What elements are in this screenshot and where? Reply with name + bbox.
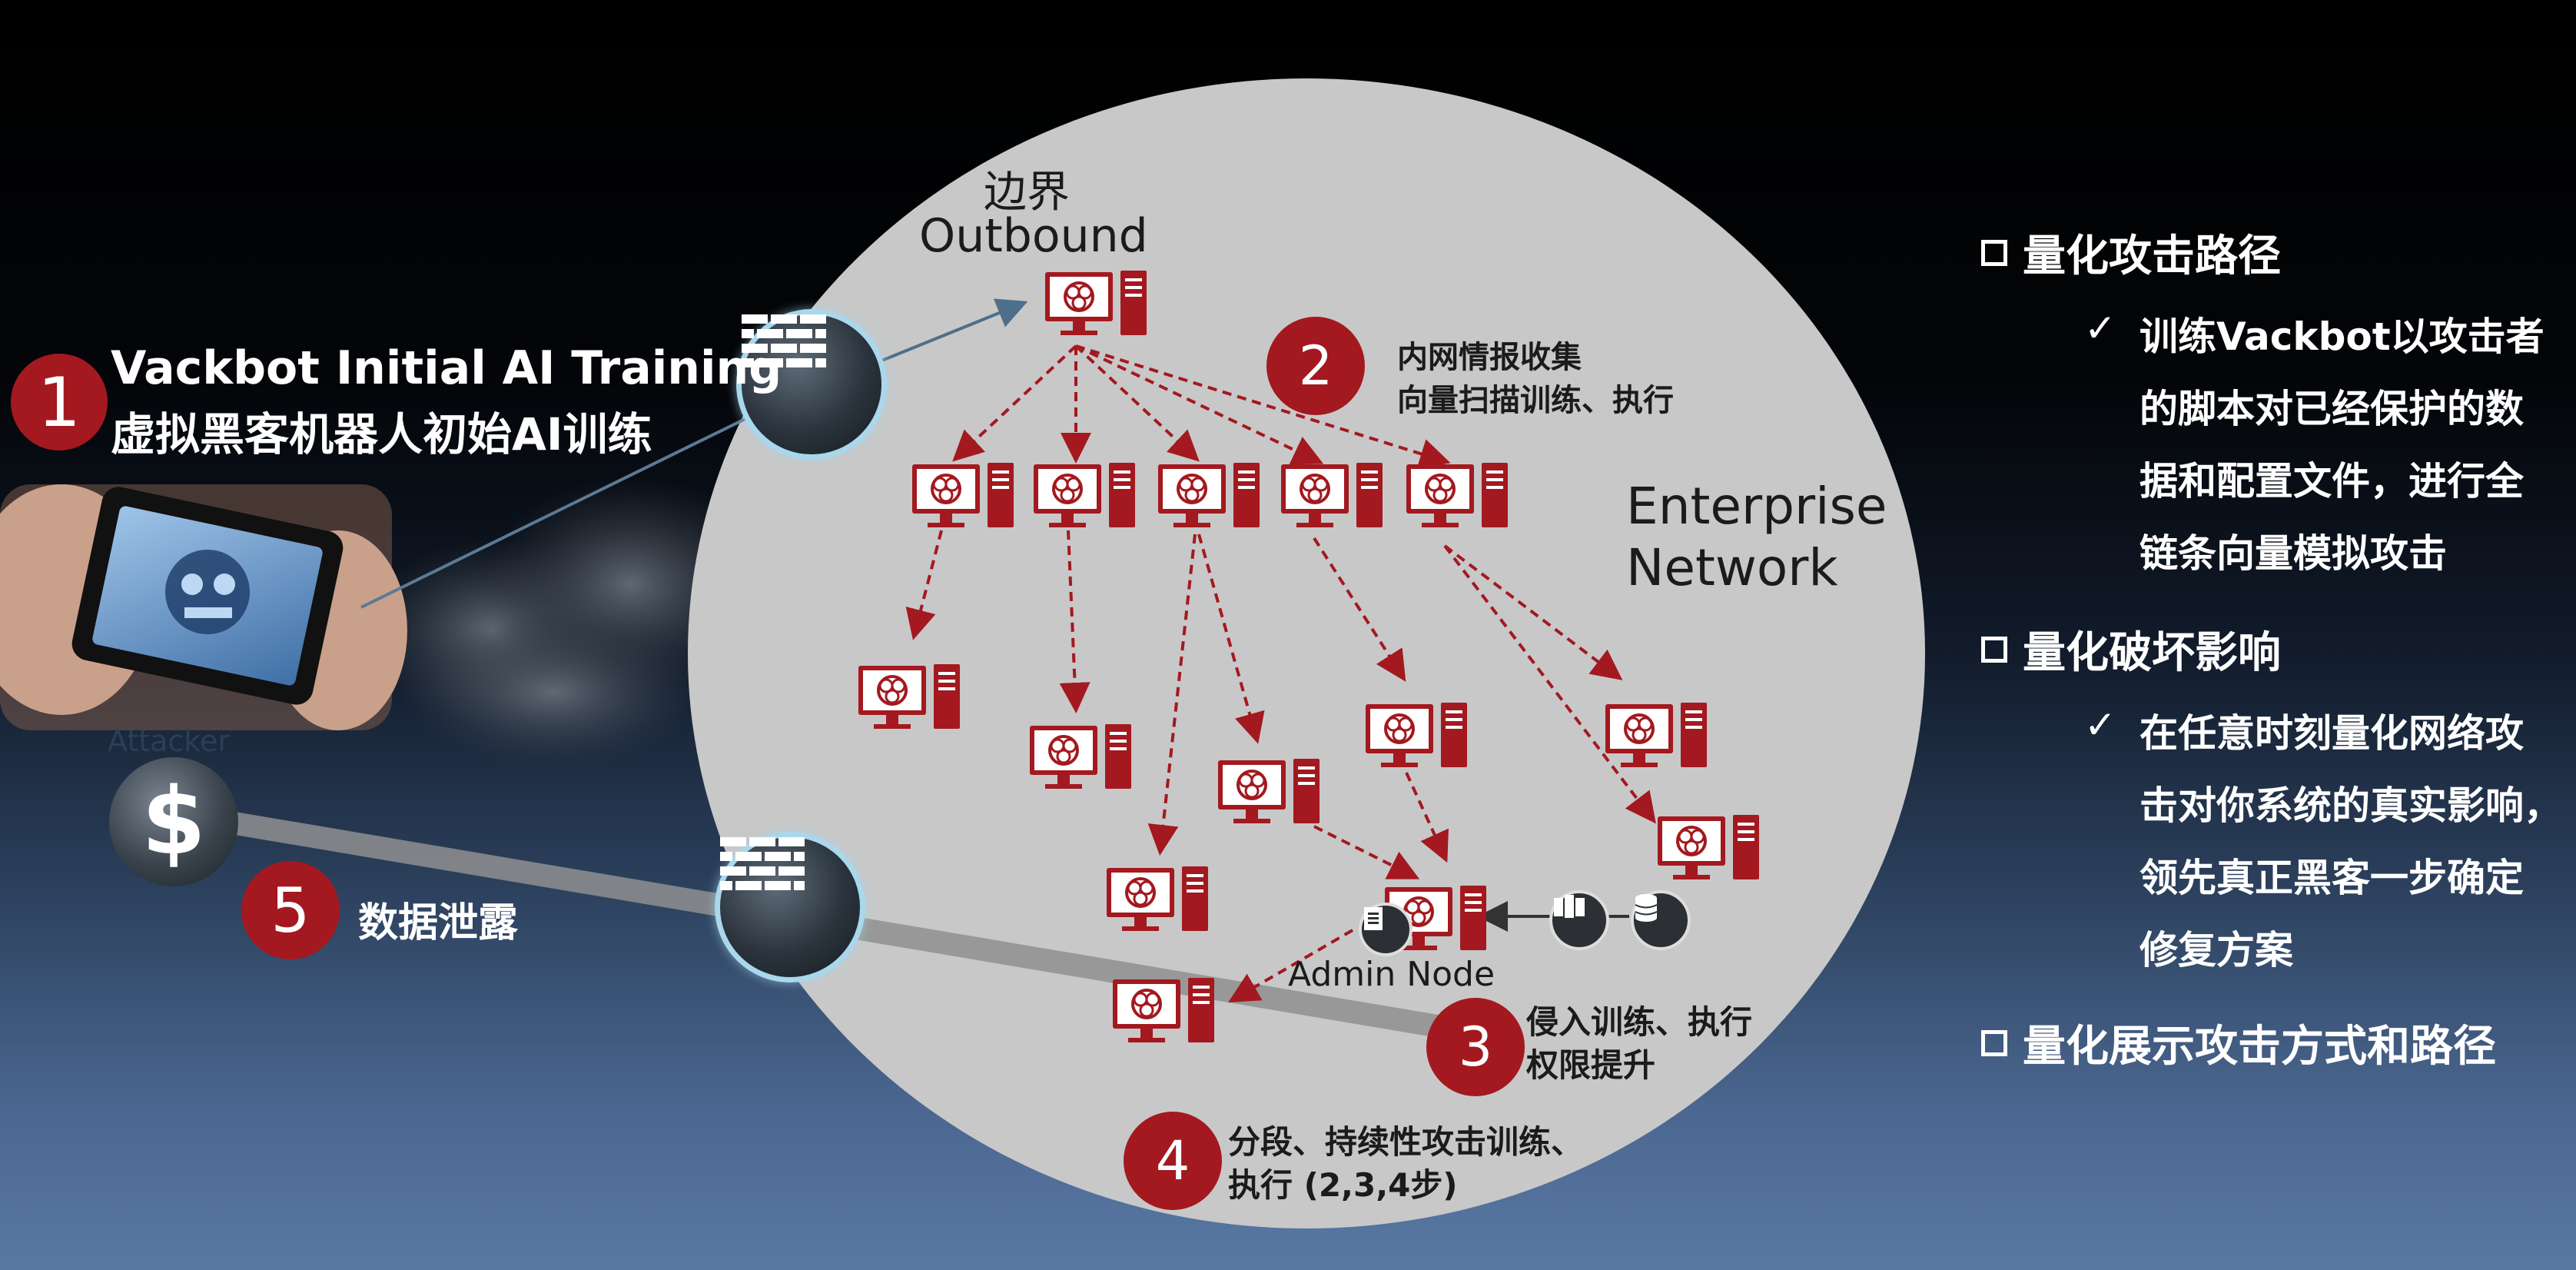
step-2-badge: 2 — [1266, 317, 1365, 415]
sidebar-line-1-1: 训练Vackbot以攻击者 — [2139, 314, 2544, 359]
step-2-line1: 内网情报收集 — [1397, 340, 1582, 375]
biohazard-computer-icon — [1280, 461, 1387, 535]
sidebar-heading-1: 量化攻击路径 — [1981, 221, 2281, 284]
document-icon — [1359, 903, 1412, 956]
outbound-label-en: Outbound — [919, 209, 1148, 263]
step-5-badge: 5 — [241, 861, 340, 959]
sidebar-heading-2-text: 量化破坏影响 — [2023, 628, 2281, 678]
step-4-line2: 执行 (2,3,4步) — [1228, 1166, 1458, 1204]
step-3-badge: 3 — [1426, 998, 1525, 1096]
checkmark-icon: ✓ — [2084, 306, 2116, 351]
sidebar-line-2-2: 击对你系统的真实影响， — [2139, 783, 2562, 828]
server-cluster-icon — [1549, 890, 1609, 950]
enterprise-label-line1: Enterprise — [1626, 477, 1887, 536]
enterprise-network-circle — [688, 78, 1925, 1228]
sidebar-heading-3: 量化展示攻击方式和路径 — [1981, 1012, 2496, 1074]
attacker-label: Attacker — [108, 724, 230, 758]
enterprise-label-line2: Network — [1626, 538, 1838, 597]
sidebar-line-2-3: 领先真正黑客一步确定 — [2139, 856, 2524, 900]
sidebar-heading-1-text: 量化攻击路径 — [2023, 231, 2281, 281]
sidebar-line-1-2: 的脚本对已经保护的数 — [2139, 387, 2524, 431]
step-5-label: 数据泄露 — [358, 900, 519, 946]
biohazard-computer-icon — [1656, 813, 1764, 887]
biohazard-computer-icon — [1405, 461, 1512, 535]
step-1-title-en: Vackbot Initial AI Training — [111, 341, 782, 395]
biohazard-computer-icon — [1157, 461, 1264, 535]
step-4-line1: 分段、持续性攻击训练、 — [1228, 1123, 1584, 1161]
exfiltration-pipe — [231, 811, 1506, 1049]
step-3-line2: 权限提升 — [1526, 1046, 1656, 1084]
attack-path-arrows — [905, 344, 1656, 1003]
firewall-badge-bottom — [715, 832, 865, 982]
firewall-brick-icon — [742, 314, 826, 367]
checkbox-icon — [1981, 239, 2007, 266]
firewall-brick-icon — [720, 837, 805, 890]
step-3-line1: 侵入训练、执行 — [1526, 1003, 1753, 1041]
checkmark-icon: ✓ — [2084, 703, 2116, 747]
biohazard-computer-icon — [857, 663, 964, 736]
biohazard-computer-icon — [1217, 757, 1324, 831]
step-1-title-cn: 虚拟黑客机器人初始AI训练 — [111, 408, 652, 460]
attacker-phone-image — [0, 484, 407, 730]
checkbox-icon — [1981, 636, 2007, 663]
sidebar-heading-3-text: 量化展示攻击方式和路径 — [2023, 1022, 2496, 1072]
biohazard-computer-icon — [1111, 976, 1219, 1050]
sidebar-line-2-4: 修复方案 — [2139, 928, 2293, 972]
sidebar-heading-2: 量化破坏影响 — [1981, 618, 2281, 680]
biohazard-computer-icon — [1032, 461, 1140, 535]
step-2-line2: 向量扫描训练、执行 — [1397, 383, 1674, 418]
attacker-dollar-icon: $ — [109, 757, 238, 886]
sidebar-line-1-4: 链条向量模拟攻击 — [2139, 531, 2447, 576]
firewall-badge-top — [736, 309, 887, 460]
biohazard-computer-icon — [911, 461, 1018, 535]
checkbox-icon — [1981, 1029, 2007, 1056]
biohazard-computer-icon — [1028, 723, 1136, 796]
database-icon — [1631, 890, 1691, 950]
admin-node-label: Admin Node — [1288, 955, 1495, 994]
biohazard-computer-icon — [1044, 269, 1151, 343]
biohazard-computer-icon — [1105, 865, 1213, 939]
outbound-label-cn: 边界 — [984, 168, 1070, 218]
sidebar-line-2-1: 在任意时刻量化网络攻 — [2139, 711, 2524, 756]
sidebar-line-1-3: 据和配置文件，进行全 — [2139, 459, 2524, 504]
biohazard-computer-icon — [1364, 701, 1472, 775]
biohazard-computer-icon — [1604, 701, 1711, 775]
step-4-badge: 4 — [1124, 1112, 1222, 1210]
step-1-badge: 1 — [11, 354, 108, 450]
